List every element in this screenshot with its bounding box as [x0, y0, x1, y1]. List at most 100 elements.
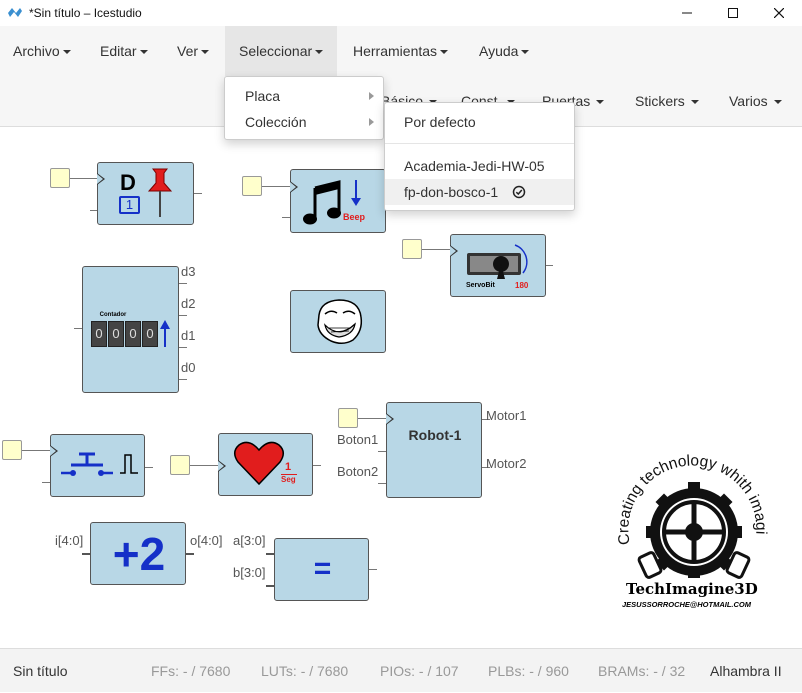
caret-down-icon	[521, 50, 530, 55]
window-title: *Sin título – Icestudio	[29, 6, 142, 20]
comparator-symbol: =	[313, 552, 332, 585]
toolbar-stickers[interactable]: Stickers	[635, 76, 699, 126]
menu-editar[interactable]: Editar	[87, 26, 161, 76]
music-note-icon	[303, 180, 341, 225]
caret-down-icon	[139, 50, 148, 55]
output-label: d1	[181, 328, 196, 343]
menu-ver[interactable]: Ver	[164, 26, 222, 76]
plbs-usage: PLBs: - / 960	[488, 663, 569, 679]
equal-input-label: b[3:0]	[233, 565, 266, 580]
heart-icon	[234, 441, 284, 486]
close-button[interactable]	[756, 0, 802, 26]
dff-letter: D	[120, 170, 136, 195]
trollface-icon	[317, 299, 363, 344]
title-bar: *Sin título – Icestudio	[0, 0, 802, 26]
robot-output-label: Motor2	[486, 456, 527, 471]
project-name: Sin título	[13, 663, 68, 679]
collection-fp-don-bosco[interactable]: fp-don-bosco-1	[385, 179, 574, 205]
robot-output-label: Motor1	[486, 408, 527, 423]
logo-name: TechImagine3D	[626, 580, 758, 598]
trollface-sticker[interactable]	[290, 290, 386, 353]
board-name[interactable]: Alhambra II	[710, 663, 782, 679]
robot-input-label: Boton1	[337, 432, 379, 447]
minimize-icon	[682, 12, 692, 14]
menu-item-coleccion[interactable]: Colección	[245, 114, 307, 130]
menu-herramientas[interactable]: Herramientas	[340, 26, 461, 76]
plus2-output-label: o[4:0]	[190, 533, 223, 548]
caret-down-icon	[62, 50, 71, 55]
servo-block[interactable]: ServoBit 180	[450, 234, 546, 297]
plus2-block[interactable]: +2	[90, 522, 186, 585]
close-icon	[774, 8, 784, 18]
submenu-arrow-icon	[369, 118, 374, 126]
counter-digit: 0	[142, 321, 158, 347]
gear-logo-icon: Creating technology whith imagination	[608, 431, 769, 579]
robot-block[interactable]: Robot-1	[386, 402, 482, 498]
counter-digit: 0	[91, 321, 107, 347]
maximize-button[interactable]	[710, 0, 756, 26]
toolbar-varios[interactable]: Varios	[729, 76, 782, 126]
caret-down-icon	[201, 50, 210, 55]
check-circle-icon	[512, 185, 526, 199]
collection-academia-jedi[interactable]: Academia-Jedi-HW-05	[404, 158, 545, 174]
pushbutton-icon	[61, 452, 113, 476]
menu-archivo[interactable]: Archivo	[0, 26, 84, 76]
output-label: d2	[181, 296, 196, 311]
pin-icon	[147, 168, 173, 217]
heart-frequency: 1	[285, 461, 292, 473]
comparator-block[interactable]: =	[274, 538, 369, 601]
menu-seleccionar[interactable]: Seleccionar	[225, 26, 338, 76]
design-canvas[interactable]: D 1 Beep	[0, 127, 802, 647]
heartbeat-block[interactable]: 1 Seg	[218, 433, 313, 496]
pios-usage: PIOs: - / 107	[380, 663, 459, 679]
servo-name: ServoBit	[466, 282, 495, 289]
caret-down-icon	[596, 100, 605, 105]
beep-label: Beep	[343, 212, 366, 222]
robot-title: Robot-1	[408, 427, 462, 443]
luts-usage: LUTs: - / 7680	[261, 663, 349, 679]
output-label: d0	[181, 360, 196, 375]
minimize-button[interactable]	[664, 0, 710, 26]
input-port[interactable]	[2, 440, 22, 460]
arrow-down-icon	[351, 180, 361, 206]
pushbutton-block[interactable]	[50, 434, 145, 497]
counter-digit: 0	[125, 321, 141, 347]
maximize-icon	[728, 8, 738, 18]
input-port[interactable]	[50, 168, 70, 188]
servo-value: 180	[515, 281, 529, 290]
plus2-symbol: +2	[112, 528, 166, 580]
caret-down-icon	[315, 50, 324, 55]
dff-block[interactable]: D 1	[97, 162, 194, 225]
arrow-up-icon	[160, 320, 170, 347]
submenu-arrow-icon	[369, 92, 374, 100]
equal-input-label: a[3:0]	[233, 533, 266, 548]
caret-down-icon	[440, 50, 449, 55]
caret-down-icon	[773, 100, 782, 105]
menu-ayuda[interactable]: Ayuda	[466, 26, 542, 76]
counter-title: Contador	[99, 312, 127, 318]
ffs-usage: FFs: - / 7680	[151, 663, 231, 679]
menu-item-placa[interactable]: Placa	[245, 88, 281, 104]
caret-down-icon	[690, 100, 699, 105]
counter-digit: 0	[108, 321, 124, 347]
robot-input-label: Boton2	[337, 464, 379, 479]
collection-default[interactable]: Por defecto	[404, 114, 476, 130]
techimagine3d-logo: Creating technology whith imagination Te…	[608, 431, 772, 609]
status-bar: Sin título FFs: - / 7680 LUTs: - / 7680 …	[0, 648, 802, 692]
plus2-input-label: i[4:0]	[55, 533, 84, 548]
input-port[interactable]	[338, 408, 358, 428]
counter-block[interactable]: Contador 0 0 0 0	[82, 266, 179, 393]
icestudio-logo-icon	[8, 8, 22, 17]
beep-block[interactable]: Beep	[290, 169, 386, 233]
toolbar: Básico Const. Puertas Stickers Varios	[0, 76, 802, 127]
input-port[interactable]	[402, 239, 422, 259]
brams-usage: BRAMs: - / 32	[598, 663, 686, 679]
dff-number: 1	[119, 196, 140, 214]
output-label: d3	[181, 264, 196, 279]
servo-motor-icon	[467, 244, 528, 279]
input-port[interactable]	[242, 176, 262, 196]
input-port[interactable]	[170, 455, 190, 475]
pulse-icon	[120, 454, 138, 474]
menu-bar: Archivo Editar Ver Seleccionar Herramien…	[0, 26, 802, 76]
heart-unit: Seg	[281, 475, 296, 484]
